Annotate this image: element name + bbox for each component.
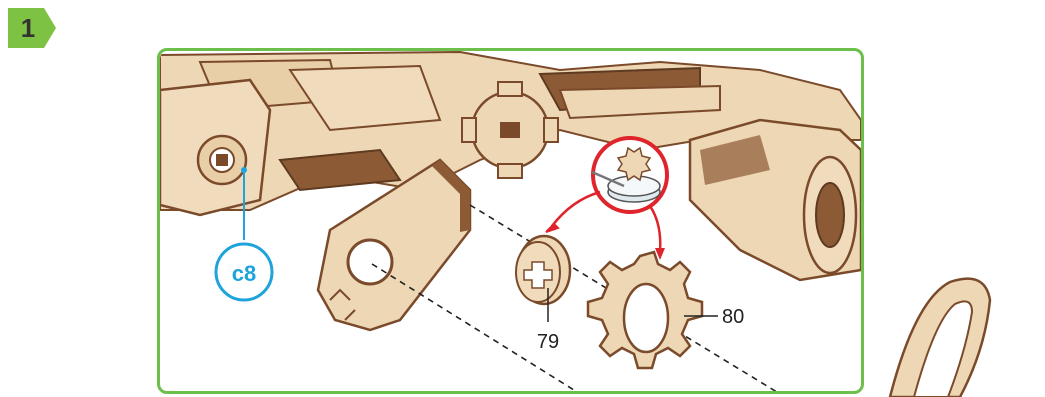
right-cylinder [690,120,861,280]
label-80: 80 [722,306,744,328]
glue-detail [592,138,667,212]
loose-ring [890,279,990,397]
part-79-spacer [516,236,570,304]
label-79: 79 [537,331,559,353]
label-c8: c8 [232,261,256,286]
left-bracket [160,80,270,215]
c8-dot [241,167,247,173]
part-80-gear [588,252,702,368]
